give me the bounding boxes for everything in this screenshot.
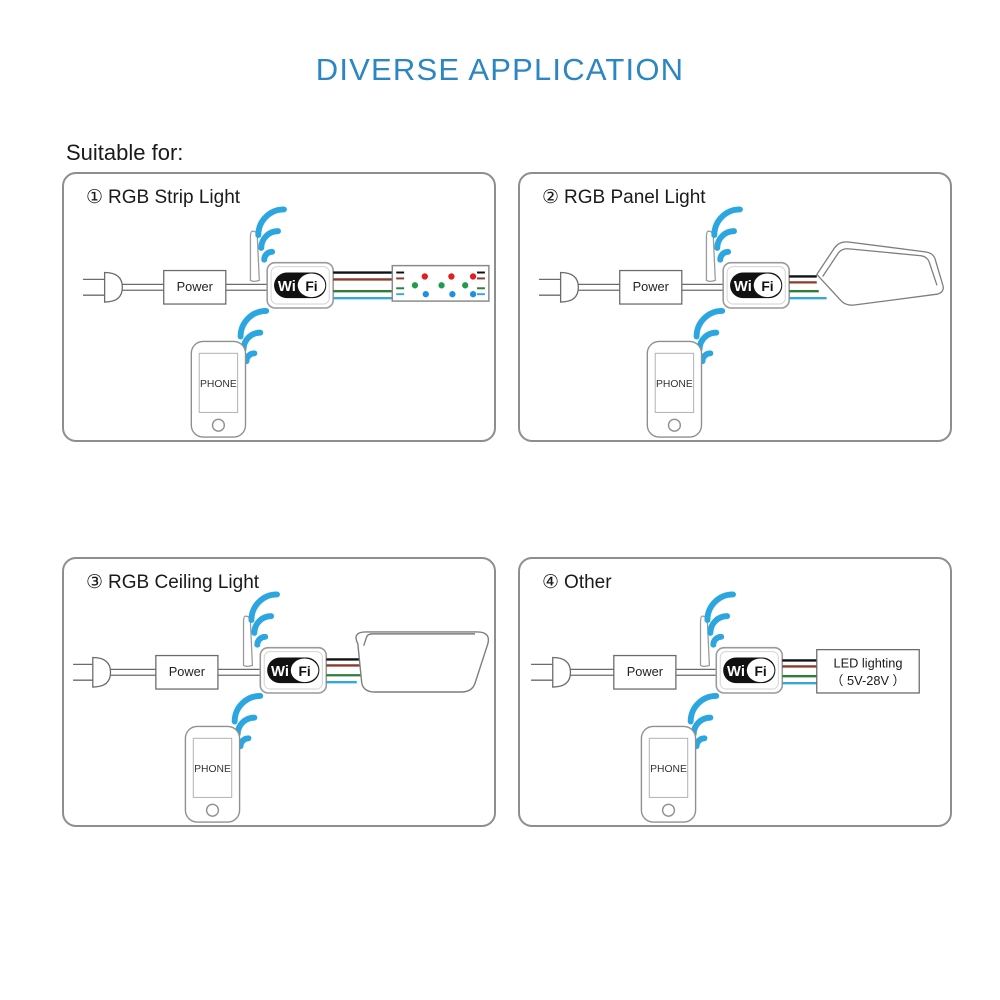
- panel-3-number: ③: [86, 572, 104, 593]
- wifi-logo-right-text: Fi: [754, 664, 766, 679]
- phone-label: PHONE: [200, 379, 237, 390]
- power-label: Power: [177, 279, 214, 294]
- power-supply-box: [163, 269, 268, 305]
- wifi-logo: Wi Fi: [723, 657, 776, 684]
- wifi-signal-icon-controller: [255, 206, 287, 263]
- power-plug-icon: [73, 656, 156, 688]
- wifi-signal-icon-controller: [704, 591, 736, 648]
- phone-device: [184, 725, 241, 823]
- rgb-panel-light: [815, 241, 944, 306]
- phone-device: [646, 340, 703, 438]
- wifi-logo: Wi Fi: [267, 657, 320, 684]
- power-plug-icon: [538, 271, 620, 303]
- wifi-logo-left-text: Wi: [271, 664, 289, 680]
- antenna-icon: [705, 230, 716, 283]
- antenna-icon: [699, 615, 711, 668]
- panel-4-illustration: Wi Fi LED lighting （ 5V-28V ）: [531, 591, 920, 823]
- panel-2-label: RGB Panel Light: [564, 187, 706, 208]
- wifi-logo: Wi Fi: [274, 272, 327, 299]
- rgb-led-strip: [391, 264, 490, 302]
- panel-1-label: RGB Strip Light: [108, 187, 241, 208]
- rgb-output-wires: [333, 271, 393, 300]
- power-supply-box: [613, 654, 717, 690]
- led-lighting-label-line2: （ 5V-28V ）: [831, 673, 906, 688]
- power-supply-box: [619, 269, 724, 305]
- led-cluster: [411, 273, 477, 298]
- wifi-signal-icon-controller: [711, 206, 743, 263]
- rgb-output-wires: [789, 275, 827, 300]
- wifi-logo-left-text: Wi: [734, 279, 752, 295]
- led-lighting-label-line1: LED lighting: [833, 655, 902, 670]
- power-label: Power: [627, 664, 664, 679]
- wifi-logo: Wi Fi: [730, 272, 783, 299]
- wifi-logo-left-text: Wi: [727, 664, 745, 680]
- panel-2-number: ②: [542, 187, 560, 208]
- antenna-icon: [249, 230, 260, 283]
- phone-label: PHONE: [194, 764, 231, 775]
- wifi-logo-right-text: Fi: [761, 279, 773, 294]
- panel-4-number: ④: [542, 572, 560, 593]
- panel-2-illustration: Wi Fi: [538, 206, 944, 438]
- power-label: Power: [633, 279, 670, 294]
- page-title: DIVERSE APPLICATION: [315, 52, 685, 87]
- phone-label: PHONE: [656, 379, 693, 390]
- suitable-for-label: Suitable for:: [66, 140, 184, 165]
- rgb-output-wires: [326, 658, 363, 684]
- wifi-signal-icon-controller: [248, 591, 280, 648]
- antenna-icon: [242, 615, 254, 668]
- power-plug-icon: [82, 271, 164, 303]
- power-supply-box: [155, 654, 261, 690]
- panel-3-label: RGB Ceiling Light: [108, 572, 260, 593]
- phone-device: [190, 340, 247, 438]
- wifi-logo-right-text: Fi: [298, 664, 310, 679]
- power-plug-icon: [531, 656, 614, 688]
- panel-1-number: ①: [86, 187, 104, 208]
- phone-label: PHONE: [650, 764, 687, 775]
- rgb-output-wires: [782, 659, 817, 685]
- rgb-ceiling-light: [355, 631, 490, 693]
- phone-device: [640, 725, 697, 823]
- wifi-logo-left-text: Wi: [278, 279, 296, 295]
- panel-4-label: Other: [564, 572, 612, 593]
- power-label: Power: [169, 664, 206, 679]
- panel-3-illustration: Wi Fi: [73, 591, 490, 823]
- panel-1-illustration: Wi Fi: [82, 206, 490, 438]
- wifi-logo-right-text: Fi: [305, 279, 317, 294]
- led-lighting-box: [816, 648, 920, 694]
